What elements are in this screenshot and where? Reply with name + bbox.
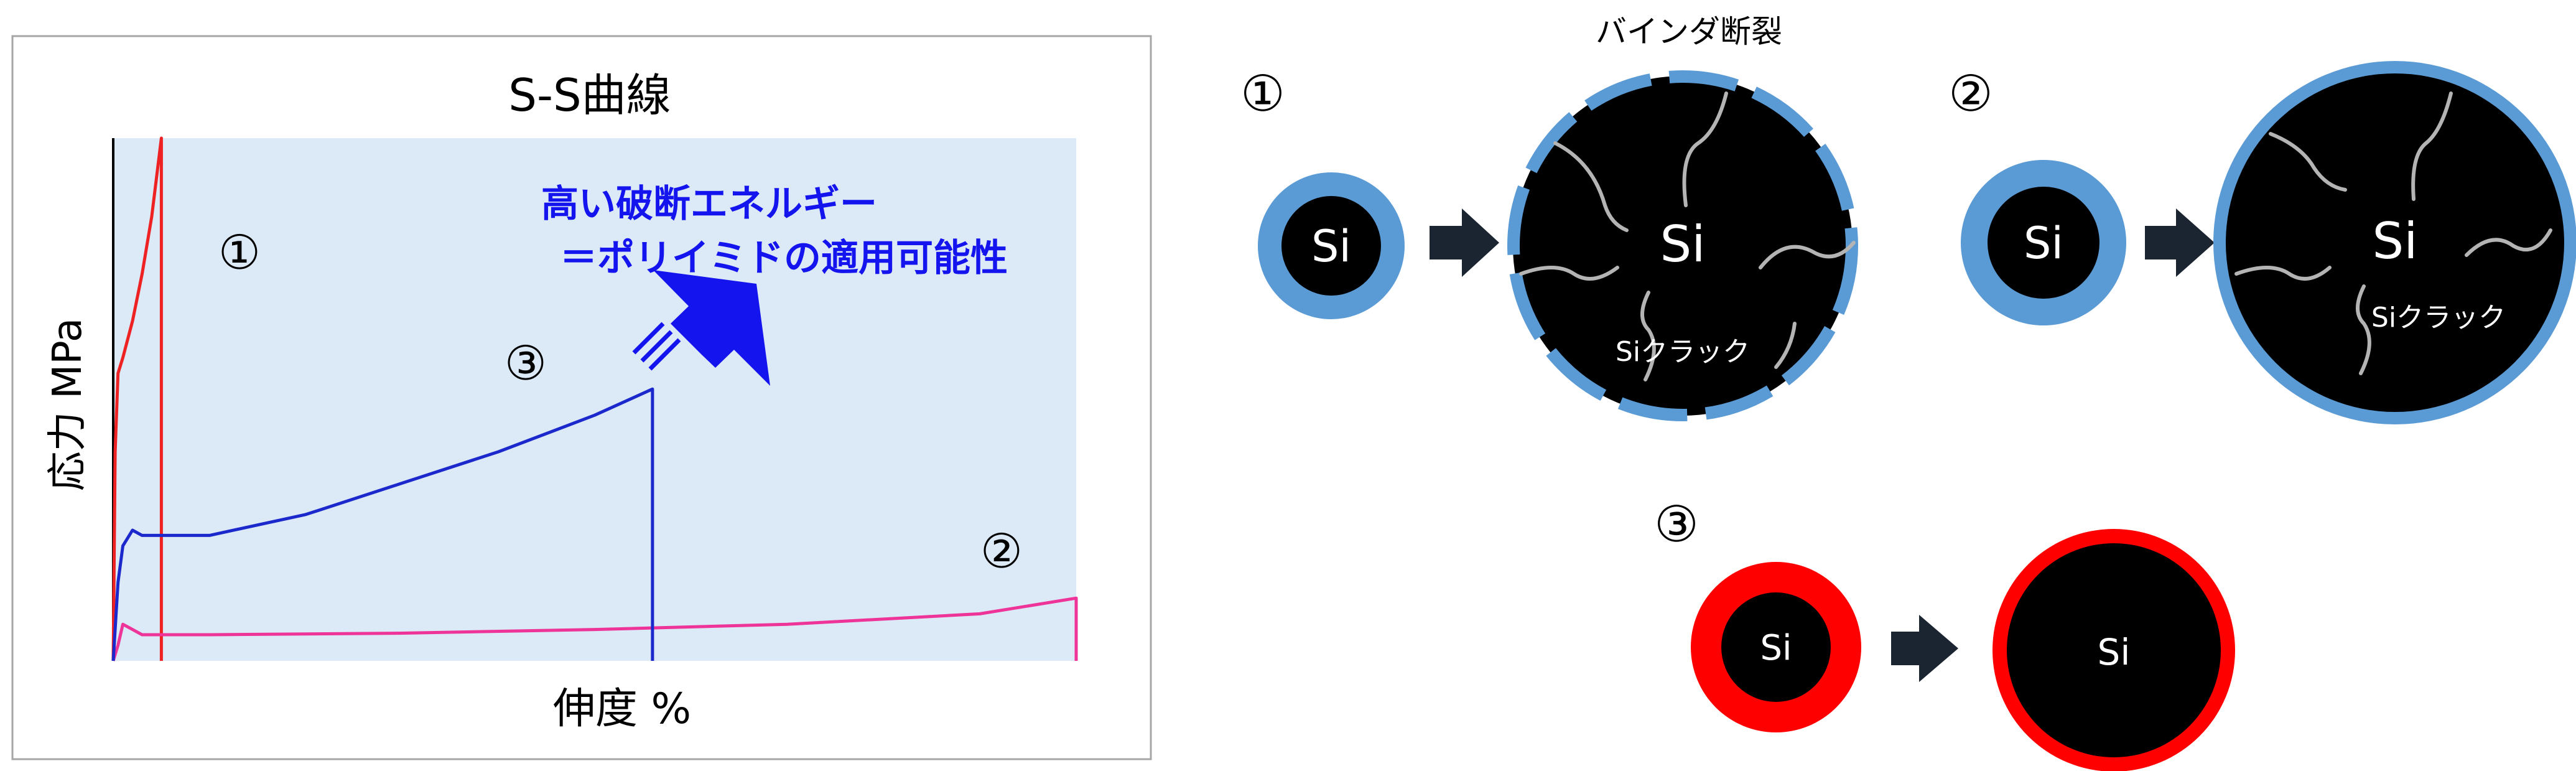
expanded-si-particle-3 (2007, 543, 2221, 757)
si-crack-label-2: Siクラック (2371, 302, 2506, 334)
si-label-1-after: Si (1660, 215, 1705, 273)
si-label-1-before: Si (1311, 221, 1351, 272)
case-2-label: ② (1948, 65, 1993, 123)
plot-background (113, 138, 1076, 661)
si-particle-1 (1281, 196, 1381, 296)
x-axis-label: 伸度 % (553, 685, 691, 734)
si-particle-2 (1988, 187, 2099, 299)
case-3-label: ③ (1654, 495, 1699, 553)
break-energy-arrow (632, 270, 770, 386)
arrow-icon-1 (1430, 208, 1499, 277)
curve-marker-3: ③ (505, 335, 547, 391)
series-layer (111, 136, 1078, 661)
ss-curve-2 (111, 596, 1078, 661)
case-1-label: ① (1240, 65, 1285, 123)
crack-lines-2 (2234, 91, 2552, 375)
si-label-3-before: Si (1760, 628, 1792, 668)
si-label-3-after: Si (2098, 631, 2131, 673)
chart-title: S-S曲線 (508, 69, 671, 121)
si-label-2-after: Si (2372, 212, 2417, 270)
arrow-icon-2 (2145, 208, 2215, 277)
si-particle-diagram: ① Si Si Siクラック バインダ断裂 ② Si (1240, 14, 2576, 771)
expanded-si-particle-1 (1513, 76, 1853, 416)
annotation-line-1: 高い破断エネルギー (541, 182, 877, 226)
si-particle-3 (1721, 592, 1831, 702)
curve-marker-2: ② (980, 523, 1023, 579)
y-axis-label: 応力 MPa (45, 318, 91, 492)
si-label-2-before: Si (2024, 218, 2063, 269)
binder-break-label: バインダ断裂 (1596, 14, 1782, 50)
curve-marker-1: ① (218, 225, 261, 280)
ss-curve-1 (111, 136, 163, 661)
ss-chart-panel: S-S曲線 伸度 % 応力 MPa 高い破断エネルギー ＝ポリイミドの適用可能性… (11, 35, 1152, 760)
expanded-si-particle-2 (2226, 73, 2564, 412)
si-crack-label-1: Siクラック (1616, 336, 1750, 368)
ss-curve-3 (111, 387, 654, 661)
crack-lines-1 (1519, 91, 1856, 381)
arrow-icon-3 (1891, 615, 1958, 682)
annotation-line-2: ＝ポリイミドの適用可能性 (560, 236, 1008, 280)
